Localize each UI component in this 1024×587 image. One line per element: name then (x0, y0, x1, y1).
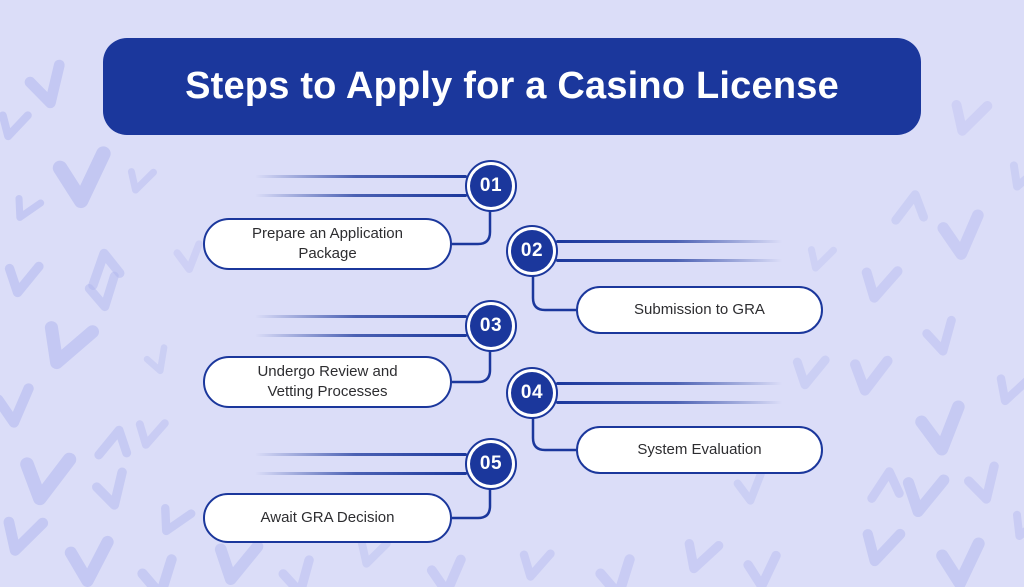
v-shape-icon (902, 474, 950, 518)
v-shape-icon (52, 146, 111, 209)
v-shape-icon (127, 168, 157, 194)
v-shape-icon (137, 554, 177, 587)
v-shape-icon (684, 539, 724, 574)
step-number-badge: 05 (465, 438, 517, 490)
v-shape-icon (936, 537, 985, 587)
step-label: Await GRA Decision (260, 508, 395, 526)
step-number: 02 (511, 230, 553, 272)
v-shape-icon (24, 59, 65, 109)
v-shape-icon (964, 461, 999, 504)
step-label: System Evaluation (637, 440, 762, 458)
step-number-badge: 02 (506, 225, 558, 277)
v-shape-icon (20, 452, 77, 506)
v-shape-icon (161, 504, 196, 536)
v-shape-icon (937, 209, 984, 260)
step-label-pill: Await GRA Decision (203, 493, 452, 543)
step-number-badge: 03 (465, 300, 517, 352)
v-shape-icon (92, 467, 127, 510)
speed-line (244, 453, 467, 456)
speed-line (556, 382, 794, 385)
connector-line (531, 418, 576, 452)
v-shape-icon (0, 111, 32, 141)
v-shape-icon (1009, 161, 1024, 191)
v-shape-icon (357, 538, 391, 568)
step-label-pill: Undergo Review and Vetting Processes (203, 356, 452, 408)
speed-line (244, 315, 467, 318)
v-shape-icon (84, 271, 119, 312)
step-number-badge: 01 (465, 160, 517, 212)
speed-line (244, 194, 467, 197)
v-shape-icon (214, 540, 264, 585)
v-shape-icon (922, 315, 956, 356)
step-number: 01 (470, 165, 512, 207)
step-label-pill: Submission to GRA (576, 286, 823, 334)
v-shape-icon (867, 467, 904, 503)
connector-line (452, 489, 492, 520)
v-shape-icon (891, 190, 929, 225)
step-number: 03 (470, 305, 512, 347)
v-shape-icon (143, 344, 168, 375)
speed-line (244, 175, 467, 178)
v-shape-icon (44, 321, 99, 370)
step-number-badge: 04 (506, 367, 558, 419)
connector-line (452, 351, 492, 384)
v-shape-icon (792, 355, 830, 390)
speed-line (556, 259, 794, 262)
step-number: 04 (511, 372, 553, 414)
speed-line (244, 334, 467, 337)
v-shape-icon (4, 261, 44, 298)
v-shape-icon (807, 246, 837, 272)
speed-line (244, 472, 467, 475)
v-shape-icon (0, 383, 34, 428)
step-label-pill: Prepare an Application Package (203, 218, 452, 270)
v-shape-icon (861, 266, 903, 303)
speed-line (556, 240, 794, 243)
v-shape-icon (595, 554, 635, 587)
v-shape-icon (3, 516, 49, 556)
connector-line (452, 211, 492, 246)
step-number: 05 (470, 443, 512, 485)
v-shape-icon (94, 425, 132, 460)
v-shape-icon (996, 374, 1024, 406)
v-shape-icon (915, 400, 965, 456)
v-shape-icon (64, 535, 114, 587)
speed-line (556, 401, 794, 404)
v-shape-icon (862, 528, 906, 567)
step-label-pill: System Evaluation (576, 426, 823, 474)
page-title: Steps to Apply for a Casino License (185, 65, 839, 107)
v-shape-icon (278, 555, 314, 587)
connector-line (531, 276, 576, 312)
v-shape-icon (88, 248, 125, 290)
v-shape-icon (733, 470, 765, 505)
v-shape-icon (15, 194, 45, 221)
v-shape-icon (1012, 510, 1024, 541)
v-shape-icon (850, 355, 893, 396)
v-shape-icon (173, 240, 203, 273)
v-shape-icon (426, 554, 466, 587)
step-label: Undergo Review and Vetting Processes (257, 362, 398, 400)
header-banner: Steps to Apply for a Casino License (103, 38, 921, 135)
v-shape-icon (135, 419, 169, 449)
v-shape-icon (519, 549, 555, 581)
step-label: Submission to GRA (634, 300, 765, 318)
v-shape-icon (951, 100, 993, 136)
step-label: Prepare an Application Package (252, 224, 403, 262)
v-shape-icon (743, 550, 781, 587)
